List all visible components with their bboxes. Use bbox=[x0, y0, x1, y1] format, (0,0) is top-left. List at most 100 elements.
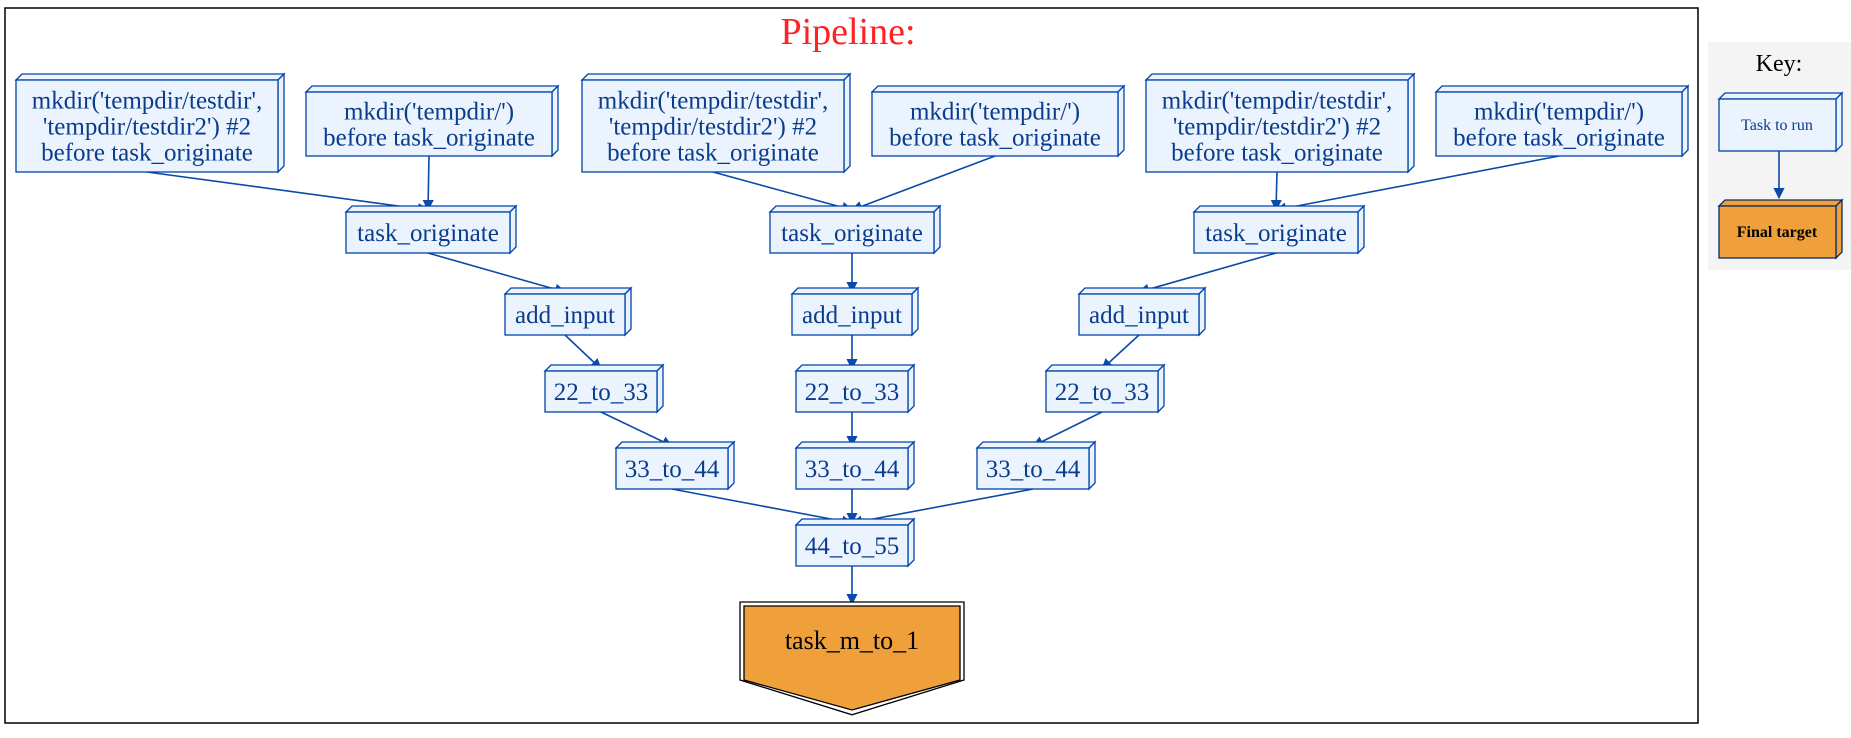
box-front-face bbox=[795, 447, 909, 490]
box-front-face bbox=[791, 293, 913, 336]
task-node-label: 33_to_44 bbox=[805, 456, 900, 483]
box-front-face bbox=[1718, 205, 1837, 259]
box-top-face bbox=[304, 85, 560, 93]
box-top-face bbox=[1717, 199, 1844, 207]
task-node-t2233_3[interactable]: 22_to_33 bbox=[1044, 363, 1166, 414]
box-top-face bbox=[794, 441, 916, 449]
box-top-face bbox=[794, 364, 916, 372]
edge-mkdir_a3-to-orig3 bbox=[1270, 171, 1282, 212]
box-side-face bbox=[933, 204, 941, 255]
task-node-mkdir_b2[interactable]: mkdir('tempdir/')before task_originate bbox=[870, 84, 1126, 158]
final-target-label: task_m_to_1 bbox=[785, 626, 919, 655]
edge-add1-to-t2233_1 bbox=[564, 334, 602, 370]
legend-title: Key: bbox=[1756, 51, 1803, 77]
task-node-mkdir_b3[interactable]: mkdir('tempdir/')before task_originate bbox=[1434, 84, 1690, 158]
box-top-face bbox=[1434, 85, 1690, 93]
pipeline-title: Pipeline: bbox=[780, 11, 915, 53]
box-top-face bbox=[790, 287, 920, 295]
box-front-face bbox=[345, 211, 511, 254]
box-top-face bbox=[614, 441, 736, 449]
task-node-label: before task_originate bbox=[323, 124, 535, 151]
box-side-face bbox=[843, 72, 851, 174]
box-front-face bbox=[581, 79, 845, 173]
task-node-add3[interactable]: add_input bbox=[1077, 286, 1207, 337]
task-node-t3344_3[interactable]: 33_to_44 bbox=[975, 440, 1097, 491]
box-side-face bbox=[1357, 204, 1365, 255]
task-node-t2233_1[interactable]: 22_to_33 bbox=[543, 363, 665, 414]
box-top-face bbox=[768, 205, 942, 213]
task-node-label: 'tempdir/testdir2') #2 bbox=[43, 113, 251, 140]
task-node-label: 33_to_44 bbox=[986, 456, 1081, 483]
box-top-face bbox=[344, 205, 518, 213]
edge-t3344_3-to-t4455 bbox=[850, 488, 1034, 527]
task-node-label: 'tempdir/testdir2') #2 bbox=[609, 113, 817, 140]
box-side-face bbox=[911, 286, 919, 337]
box-side-face bbox=[907, 440, 915, 491]
task-node-mkdir_a2[interactable]: mkdir('tempdir/testdir','tempdir/testdir… bbox=[580, 72, 852, 174]
edge-orig3-to-add3 bbox=[1137, 252, 1277, 295]
task-node-t3344_1[interactable]: 33_to_44 bbox=[614, 440, 736, 491]
edge-t2233_3-to-t3344_3 bbox=[1031, 411, 1103, 447]
box-side-face bbox=[1117, 84, 1125, 158]
task-node-label: mkdir('tempdir/') bbox=[910, 98, 1080, 125]
box-front-face bbox=[1145, 79, 1409, 173]
box-front-face bbox=[15, 79, 279, 173]
box-side-face bbox=[1407, 72, 1415, 174]
task-node-add1[interactable]: add_input bbox=[503, 286, 633, 337]
box-top-face bbox=[1044, 364, 1166, 372]
box-top-face bbox=[1192, 205, 1366, 213]
box-front-face bbox=[504, 293, 626, 336]
task-node-mkdir_b1[interactable]: mkdir('tempdir/')before task_originate bbox=[304, 84, 560, 158]
box-front-face bbox=[871, 91, 1119, 157]
box-side-face bbox=[1681, 84, 1689, 158]
task-node-label: add_input bbox=[1089, 302, 1189, 329]
box-front-face bbox=[1045, 370, 1159, 413]
task-node-orig2[interactable]: task_originate bbox=[768, 204, 942, 255]
task-node-label: 22_to_33 bbox=[805, 379, 899, 406]
task-node-add2[interactable]: add_input bbox=[790, 286, 920, 337]
task-node-orig3[interactable]: task_originate bbox=[1192, 204, 1366, 255]
task-node-label: 22_to_33 bbox=[554, 379, 648, 406]
box-side-face bbox=[277, 72, 285, 174]
box-front-face bbox=[615, 447, 729, 490]
task-node-label: before task_originate bbox=[1453, 124, 1665, 151]
task-node-label: 22_to_33 bbox=[1055, 379, 1149, 406]
task-node-t4455[interactable]: 44_to_55 bbox=[794, 517, 916, 568]
edge-t2233_1-to-t3344_1 bbox=[600, 411, 674, 447]
legend-final-target: Final target bbox=[1717, 198, 1844, 260]
box-front-face bbox=[1193, 211, 1359, 254]
task-node-label: mkdir('tempdir/') bbox=[1474, 98, 1644, 125]
legend-task-to-run: Task to run bbox=[1717, 91, 1844, 153]
box-top-face bbox=[1144, 73, 1416, 81]
box-top-face bbox=[975, 441, 1097, 449]
task-node-mkdir_a3[interactable]: mkdir('tempdir/testdir','tempdir/testdir… bbox=[1144, 72, 1416, 174]
box-top-face bbox=[794, 518, 916, 526]
box-side-face bbox=[1198, 286, 1206, 337]
box-side-face bbox=[509, 204, 517, 255]
box-front-face bbox=[1078, 293, 1200, 336]
box-top-face bbox=[503, 287, 633, 295]
task-node-mkdir_a1[interactable]: mkdir('tempdir/testdir','tempdir/testdir… bbox=[14, 72, 286, 174]
edge-mkdir_a2-to-orig2 bbox=[712, 171, 854, 213]
box-top-face bbox=[543, 364, 665, 372]
final-target-node[interactable]: task_m_to_1 bbox=[739, 601, 965, 716]
edge-mkdir_b3-to-orig3 bbox=[1274, 155, 1560, 214]
box-front-face bbox=[795, 370, 909, 413]
task-node-label: before task_originate bbox=[607, 139, 819, 166]
box-side-face bbox=[1835, 91, 1843, 153]
task-node-t2233_2[interactable]: 22_to_33 bbox=[794, 363, 916, 414]
box-side-face bbox=[1157, 363, 1165, 414]
box-side-face bbox=[551, 84, 559, 158]
task-node-t3344_2[interactable]: 33_to_44 bbox=[794, 440, 916, 491]
box-side-face bbox=[1835, 198, 1843, 260]
box-side-face bbox=[1088, 440, 1096, 491]
task-node-label: task_originate bbox=[781, 220, 923, 247]
box-top-face bbox=[14, 73, 286, 81]
task-node-label: task_originate bbox=[1205, 220, 1347, 247]
edge-add3-to-t2233_3 bbox=[1101, 334, 1140, 370]
task-node-label: before task_originate bbox=[889, 124, 1101, 151]
box-side-face bbox=[656, 363, 664, 414]
edge-mkdir_a1-to-orig1 bbox=[146, 171, 430, 215]
edge-orig1-to-add1 bbox=[427, 252, 567, 295]
task-node-orig1[interactable]: task_originate bbox=[344, 204, 518, 255]
